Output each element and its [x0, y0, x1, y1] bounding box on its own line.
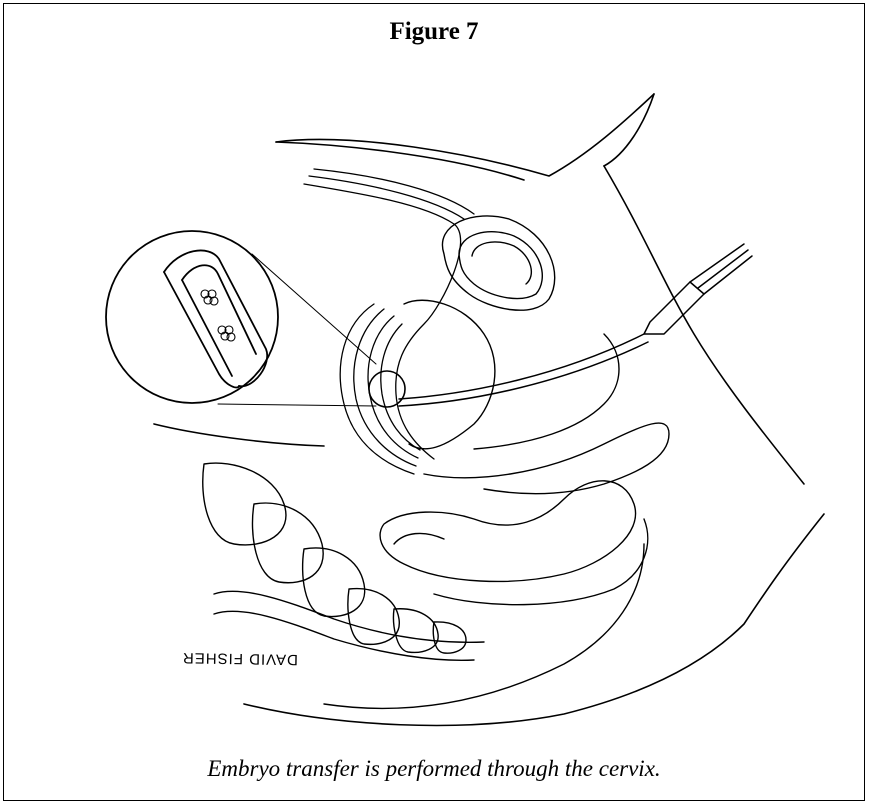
artist-signature: DAVID FISHER	[182, 649, 298, 668]
uterus	[304, 169, 474, 474]
embryo-icon	[218, 326, 235, 341]
embryo-icon	[201, 290, 218, 305]
figure-frame: Figure 7	[3, 3, 865, 801]
body-contour	[154, 94, 824, 725]
transfer-catheter	[399, 244, 752, 406]
magnified-view	[106, 231, 405, 407]
spine	[203, 463, 484, 660]
figure-caption: Embryo transfer is performed through the…	[4, 756, 864, 782]
posterior-organs	[324, 300, 669, 708]
anatomical-illustration	[4, 4, 866, 802]
